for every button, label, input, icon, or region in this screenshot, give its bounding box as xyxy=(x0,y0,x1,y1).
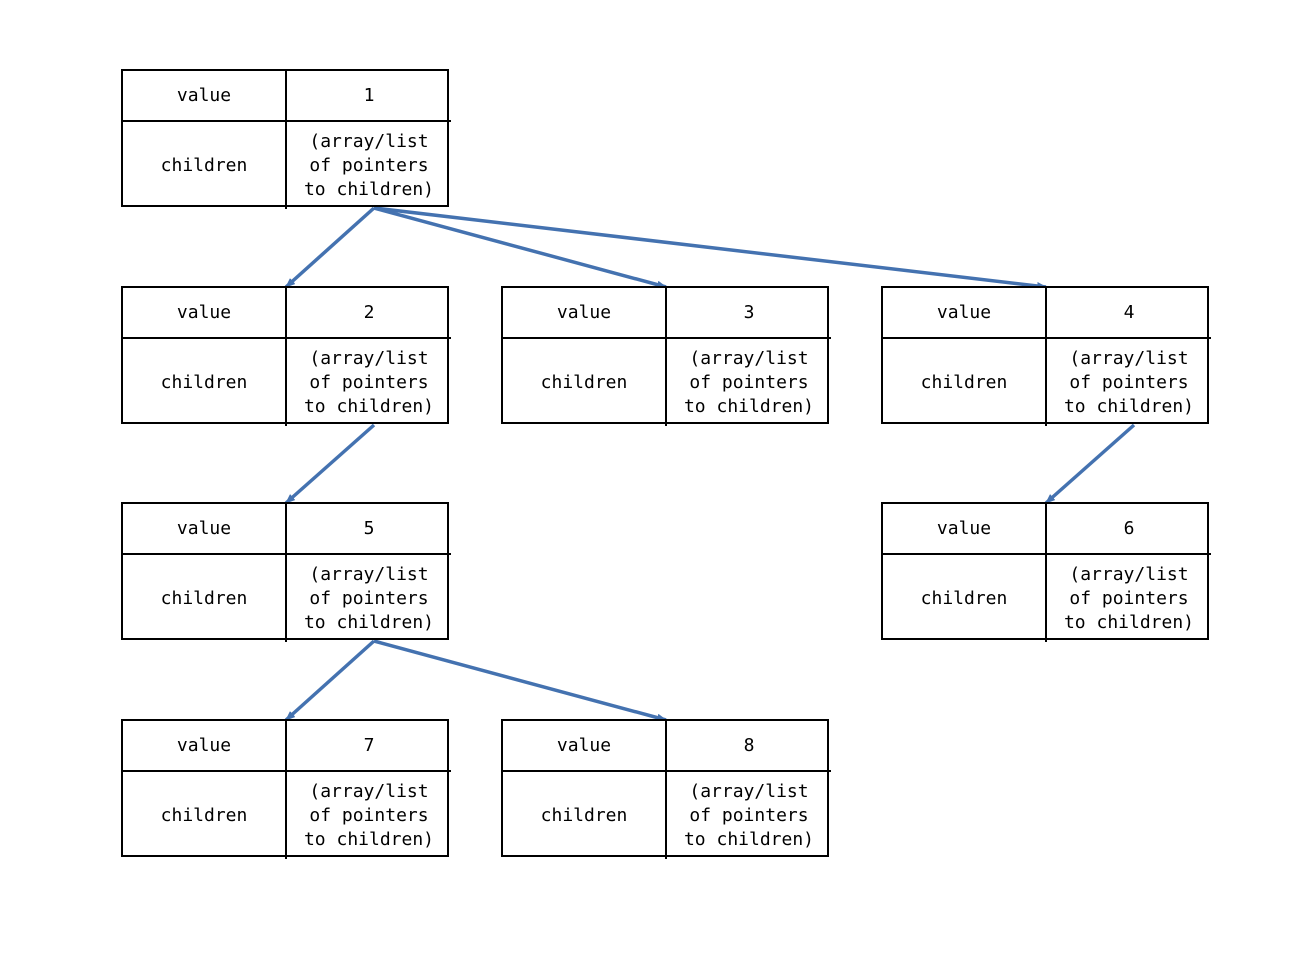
children-pointer-cell: (array/list of pointers to children) xyxy=(303,347,435,417)
edge-2-to-5 xyxy=(284,423,376,505)
children-label: children xyxy=(123,555,287,642)
value-cell: 3 xyxy=(667,288,831,339)
children-pointer-cell: (array/list of pointers to children) xyxy=(683,780,815,850)
children-label: children xyxy=(503,772,667,859)
children-label: children xyxy=(123,772,287,859)
edge-5-to-8 xyxy=(373,639,667,722)
edge-5-to-7 xyxy=(284,639,376,722)
children-label: children xyxy=(883,555,1047,642)
edge-1-to-3 xyxy=(373,206,667,289)
children-pointer-cell: (array/list of pointers to children) xyxy=(303,780,435,850)
children-label: children xyxy=(883,339,1047,426)
value-cell: 8 xyxy=(667,721,831,772)
value-label: value xyxy=(503,721,667,772)
value-cell: 4 xyxy=(1047,288,1211,339)
edge-4-to-6 xyxy=(1044,423,1136,505)
value-label: value xyxy=(123,504,287,555)
edge-1-to-4 xyxy=(373,206,1047,290)
children-pointer-cell: (array/list of pointers to children) xyxy=(303,130,435,200)
children-pointer-cell: (array/list of pointers to children) xyxy=(303,563,435,633)
value-cell: 5 xyxy=(287,504,451,555)
children-label: children xyxy=(503,339,667,426)
value-cell: 1 xyxy=(287,71,451,122)
value-label: value xyxy=(123,71,287,122)
value-cell: 7 xyxy=(287,721,451,772)
children-pointer-cell: (array/list of pointers to children) xyxy=(1063,563,1195,633)
children-pointer-cell: (array/list of pointers to children) xyxy=(683,347,815,417)
children-pointer-cell: (array/list of pointers to children) xyxy=(1063,347,1195,417)
value-label: value xyxy=(883,504,1047,555)
value-cell: 2 xyxy=(287,288,451,339)
children-label: children xyxy=(123,122,287,209)
value-label: value xyxy=(503,288,667,339)
value-label: value xyxy=(123,721,287,772)
children-label: children xyxy=(123,339,287,426)
value-cell: 6 xyxy=(1047,504,1211,555)
value-label: value xyxy=(883,288,1047,339)
value-label: value xyxy=(123,288,287,339)
edge-1-to-2 xyxy=(284,206,376,289)
